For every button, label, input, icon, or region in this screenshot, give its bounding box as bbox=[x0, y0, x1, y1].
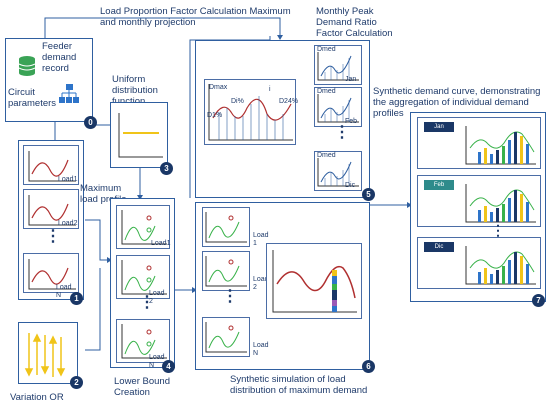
load-label: Load1 bbox=[151, 240, 171, 247]
box-variation bbox=[18, 322, 78, 384]
month-tag: Feb bbox=[424, 180, 454, 190]
dmax-label: Dmax bbox=[209, 84, 228, 91]
i-label: i bbox=[269, 86, 271, 93]
step-badge-3: 3 bbox=[160, 162, 173, 175]
load-label: Load 1 bbox=[253, 232, 269, 247]
monthly-ratio-title: Monthly Peak Demand Ratio Factor Calcula… bbox=[316, 6, 393, 39]
max-load-profile-label: Maximum load profile bbox=[80, 183, 127, 205]
dmed-label: Dmed bbox=[317, 46, 336, 53]
synthetic-curve-title: Synthetic demand curve, demonstrating th… bbox=[373, 86, 541, 119]
step-badge-1: 1 bbox=[70, 292, 83, 305]
load-profile-card: Load2 bbox=[23, 189, 79, 229]
step-badge-7: 7 bbox=[532, 294, 545, 307]
hierarchy-icon bbox=[59, 84, 79, 103]
box-feeder-data: Feeder demand record Circuit parameters bbox=[5, 38, 93, 122]
variation-label: Variation OR bbox=[10, 392, 64, 403]
load-bound-card: Load1 bbox=[116, 205, 170, 249]
box-monthly-ratio: Dmax D1% Di% i D24% Dmed Jan Dmed Feb ⋮ … bbox=[195, 40, 370, 198]
month-ratio-card: Dmed Feb bbox=[314, 87, 362, 127]
month-ratio-card: Dmed Jan bbox=[314, 45, 362, 85]
load-profile-card: Load N bbox=[23, 253, 79, 299]
step-badge-2: 2 bbox=[70, 376, 83, 389]
circuit-parameters-label: Circuit parameters bbox=[8, 87, 57, 109]
load-label: Load N bbox=[149, 354, 165, 369]
ellipsis: ⋮ bbox=[334, 124, 350, 141]
load-label: Load N bbox=[56, 284, 72, 299]
load-label: Load 2 bbox=[149, 290, 165, 305]
month-label: Dic bbox=[345, 182, 356, 189]
month-tag: Dic bbox=[424, 242, 454, 252]
dmed-label: Dmed bbox=[317, 152, 336, 159]
step-badge-4: 4 bbox=[162, 360, 175, 373]
month-ratio-card: Dmed Dic bbox=[314, 151, 362, 191]
box-uniform-distribution bbox=[110, 102, 168, 168]
step-badge-5: 5 bbox=[362, 188, 375, 201]
ellipsis: ⋮ bbox=[45, 228, 61, 245]
ellipsis: ⋮ bbox=[139, 294, 155, 311]
month-aggregate-card: Feb bbox=[417, 175, 541, 227]
top-title: Load Proportion Factor Calculation Maxim… bbox=[100, 6, 291, 28]
di-label: Di% bbox=[231, 98, 244, 105]
load-sim-card: Load N bbox=[202, 317, 269, 357]
box-max-load-profiles: Load1 Load2 ⋮ Load N bbox=[18, 140, 84, 300]
dmed-label: Dmed bbox=[317, 88, 336, 95]
box-lower-bound: Load1 Load 2 ⋮ Load N bbox=[110, 198, 175, 369]
database-icon bbox=[18, 56, 36, 76]
load-label: Load2 bbox=[58, 220, 78, 227]
ellipsis: ⋮ bbox=[491, 222, 505, 238]
box-synthetic-simulation: Load 1 Load 2 ⋮ Load N bbox=[195, 202, 370, 370]
load-label: Load1 bbox=[58, 176, 78, 183]
d1-label: D1% bbox=[207, 112, 223, 119]
month-aggregate-card: Dic bbox=[417, 237, 541, 289]
month-label: Jan bbox=[345, 76, 357, 83]
lower-bound-label: Lower Bound Creation bbox=[114, 376, 170, 398]
load-label: Load N bbox=[253, 342, 269, 357]
step-badge-6: 6 bbox=[362, 360, 375, 373]
aggregated-sim-chart bbox=[266, 243, 362, 319]
variation-arrows-icon bbox=[24, 333, 66, 377]
month-tag: Jan bbox=[424, 122, 454, 132]
box-synthetic-curve: Jan Feb ⋮ Dic bbox=[410, 112, 546, 302]
load-bound-card: Load N bbox=[116, 319, 170, 369]
daily-profile-chart: Dmax D1% Di% i D24% bbox=[204, 79, 299, 145]
load-label: Load 2 bbox=[253, 276, 269, 291]
feeder-record-label: Feeder demand record bbox=[42, 41, 77, 74]
month-aggregate-card: Jan bbox=[417, 117, 541, 169]
month-label: Feb bbox=[345, 118, 358, 125]
step-badge-0: 0 bbox=[84, 116, 97, 129]
uniform-distribution-label: Uniform distribution function bbox=[112, 74, 158, 107]
load-sim-card: Load 1 bbox=[202, 207, 269, 247]
load-profile-card: Load1 bbox=[23, 145, 79, 185]
load-bound-card: Load 2 bbox=[116, 255, 170, 305]
synthetic-sim-title: Synthetic simulation of load distributio… bbox=[230, 374, 368, 396]
load-sim-card: Load 2 bbox=[202, 251, 269, 291]
ellipsis: ⋮ bbox=[222, 288, 238, 305]
d24-label: D24% bbox=[279, 98, 299, 105]
